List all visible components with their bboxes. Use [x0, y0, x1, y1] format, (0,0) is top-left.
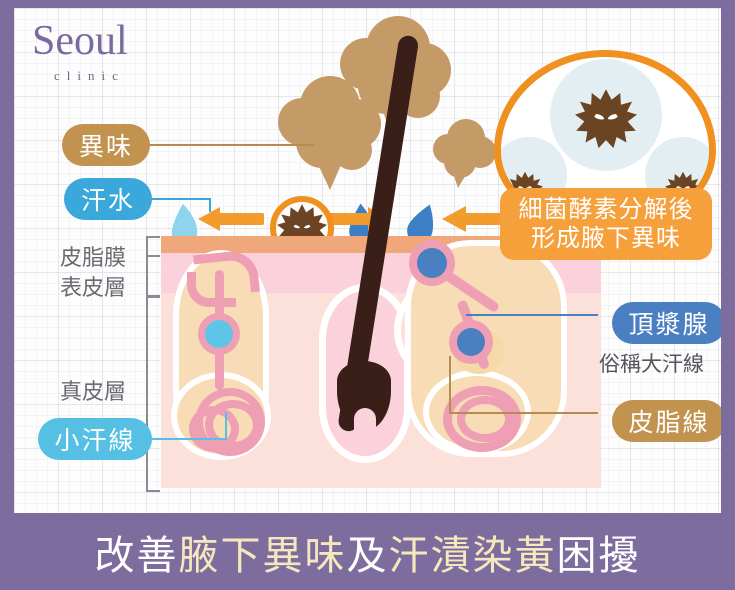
banner-part-1: 改善 [94, 532, 179, 579]
odor-cloud-icon [433, 119, 496, 188]
bracket-sebum-film [146, 236, 160, 257]
callout-text-box: 細菌酵素分解後 形成腋下異味 [500, 188, 712, 260]
label-apocrine-alias: 俗稱大汗線 [599, 352, 704, 376]
label-apocrine-gland[interactable]: 頂漿腺 [612, 302, 721, 344]
skin-cross-section [161, 34, 601, 488]
bottom-banner: 改善腋下異味及汗漬染黃困擾 [0, 513, 735, 590]
double-arrow-icon [198, 207, 264, 231]
callout-line-2: 形成腋下異味 [531, 224, 681, 252]
grid-canvas: Seoul clinic [14, 8, 721, 513]
label-odor[interactable]: 異味 [62, 124, 150, 166]
label-sebaceous-gland[interactable]: 皮脂線 [612, 400, 721, 442]
label-sebum-film: 皮脂膜 [60, 246, 127, 271]
banner-part-3: 困擾 [556, 532, 641, 579]
frame-top [0, 0, 735, 8]
apocrine-dot-upper [417, 248, 447, 278]
frame-right [721, 0, 735, 590]
logo-main-text: Seoul [32, 18, 128, 64]
bracket-epidermis [146, 255, 160, 297]
bracket-dermis [146, 296, 160, 492]
callout-line-1: 細菌酵素分解後 [518, 194, 694, 223]
label-dermis: 真皮層 [60, 380, 127, 405]
eccrine-pore-dot [205, 320, 233, 348]
label-epidermis: 表皮層 [60, 276, 127, 301]
odor-cloud-icon [278, 76, 381, 190]
banner-highlight-1: 腋下異味 [178, 532, 347, 579]
label-sweat[interactable]: 汗水 [64, 178, 152, 220]
banner-part-2: 及 [346, 532, 389, 579]
bacteria-germ-icon [575, 89, 637, 149]
brand-logo: Seoul clinic [32, 20, 128, 84]
banner-highlight-2: 汗漬染黃 [388, 532, 557, 579]
banner-headline: 改善腋下異味及汗漬染黃困擾 [95, 523, 641, 581]
label-eccrine-gland[interactable]: 小汗線 [38, 418, 152, 460]
bacteria-callout: 細菌酵素分解後 形成腋下異味 [494, 50, 716, 260]
apocrine-dot-lower [457, 328, 485, 356]
frame-left [0, 0, 14, 590]
logo-sub-text: clinic [54, 68, 125, 83]
